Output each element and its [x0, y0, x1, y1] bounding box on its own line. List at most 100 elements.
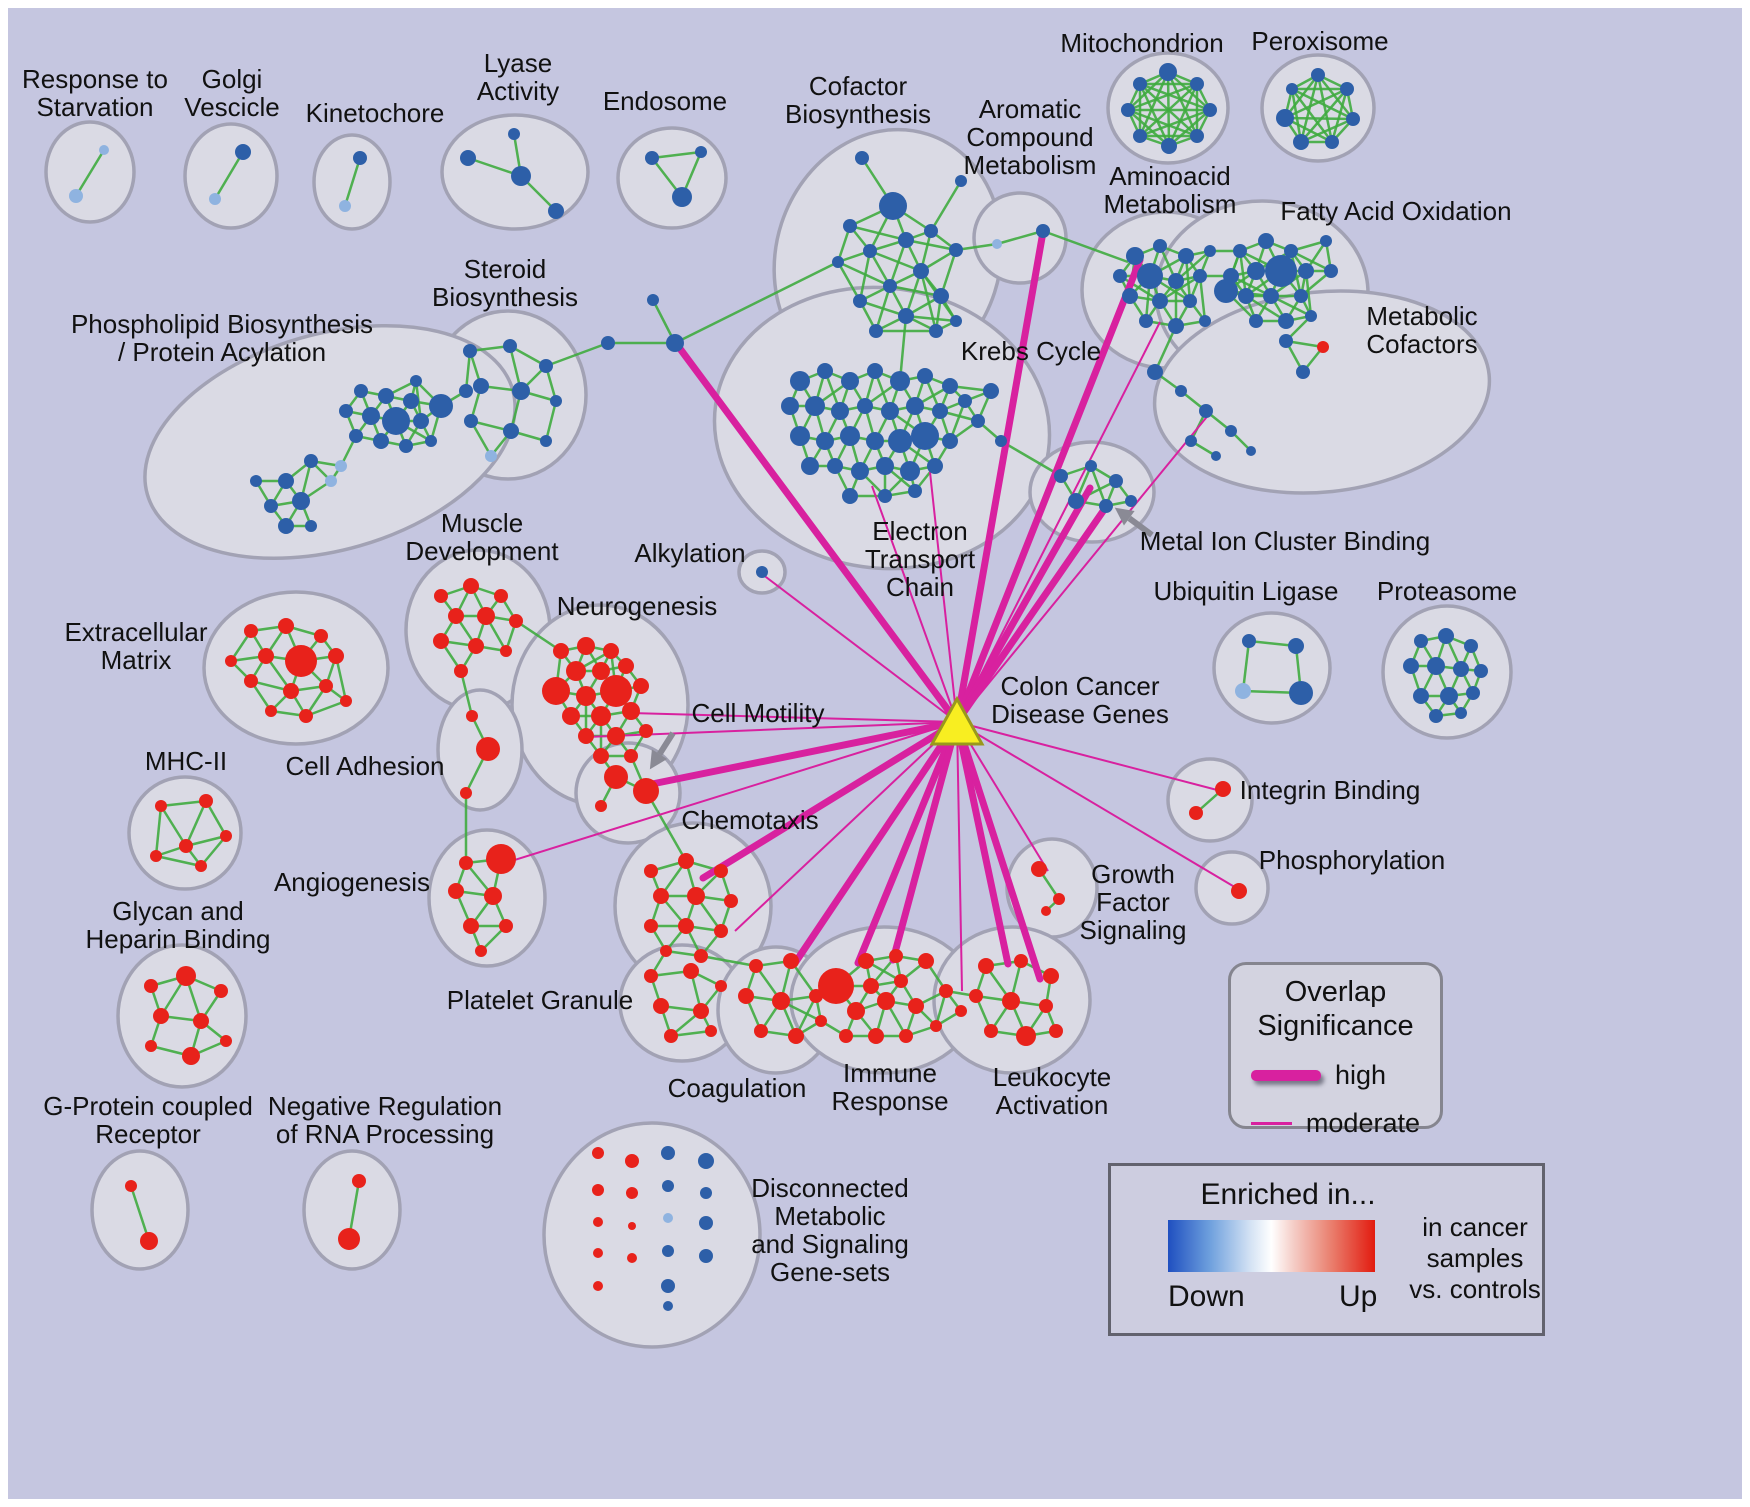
gene-set-node: [1288, 638, 1304, 654]
gene-set-node: [464, 414, 478, 428]
gene-set-node: [454, 664, 468, 678]
gene-set-node: [278, 618, 294, 634]
gene-set-edge: [1330, 88, 1349, 143]
gene-set-node: [1453, 661, 1469, 677]
gene-set-edge: [1317, 74, 1354, 120]
gene-set-node: [633, 778, 659, 804]
gene-set-node: [1014, 954, 1028, 968]
gene-set-node: [463, 578, 479, 594]
gene-set-node: [628, 1222, 636, 1230]
gene-set-node: [1286, 83, 1298, 95]
gene-set-node: [929, 324, 943, 338]
label-endosome: Endosome: [603, 86, 727, 116]
gene-set-node: [399, 439, 413, 453]
gene-set-edge: [869, 249, 922, 273]
gene-set-node: [663, 1301, 673, 1311]
gene-set-node: [898, 232, 914, 248]
pointer-arrow-head: [649, 749, 668, 770]
gene-set-node: [593, 1248, 603, 1258]
gene-set-node: [724, 894, 738, 908]
gene-set-node: [511, 166, 531, 186]
overlap-edge-moderate: [734, 721, 958, 932]
gene-set-node: [99, 145, 109, 155]
gene-set-node: [950, 315, 962, 327]
gene-set-edge: [154, 805, 163, 857]
overlap-edge-moderate: [956, 721, 1222, 792]
gene-set-node: [1031, 861, 1047, 877]
gene-set-node: [319, 679, 333, 693]
legend-item-high: high: [1231, 1060, 1440, 1091]
gene-set-node: [339, 200, 351, 212]
overlap-edge-high: [953, 718, 1044, 983]
colon-cancer-hub-triangle: [929, 695, 985, 746]
gene-set-node: [1284, 244, 1298, 258]
legend-overlap-significance: Overlap Significance high moderate: [1228, 962, 1443, 1138]
cluster-bubble-negative-regulation-rna: [302, 1149, 402, 1271]
gene-set-node: [476, 737, 500, 761]
gene-set-edge: [74, 149, 106, 197]
gene-set-node: [593, 1281, 603, 1291]
gene-set-node: [869, 324, 883, 338]
gene-set-node: [503, 339, 517, 353]
gene-set-node: [625, 1154, 639, 1168]
gene-set-edge: [305, 699, 347, 718]
gene-set-node: [924, 224, 938, 238]
gene-set-node: [577, 637, 595, 655]
overlap-edge-high: [953, 484, 1094, 726]
legend-enriched-in: Enriched in... Down Up in cancer samples…: [1108, 1163, 1545, 1336]
gene-set-node: [908, 998, 924, 1014]
gene-set-node: [889, 949, 903, 963]
enrichment-up-label: Up: [1339, 1280, 1378, 1313]
gene-set-node: [349, 429, 363, 443]
gene-set-node: [410, 375, 422, 387]
gene-set-node: [911, 422, 939, 450]
label-mitochondrion: Mitochondrion: [1060, 28, 1223, 58]
gene-set-node: [144, 979, 158, 993]
overlap-edge-high: [699, 718, 961, 882]
label-chemotaxis: Chemotaxis: [681, 805, 818, 835]
gene-set-node: [459, 384, 473, 398]
gene-set-node: [1324, 264, 1338, 278]
gene-set-node: [591, 706, 611, 726]
cluster-bubble-ubiquitin-ligase: [1212, 611, 1332, 725]
gene-set-node: [863, 244, 877, 258]
gene-set-node: [749, 959, 763, 973]
gene-set-node: [434, 589, 448, 603]
gene-set-node: [69, 189, 83, 203]
gene-set-node: [304, 454, 318, 468]
gene-set-node: [195, 860, 207, 872]
gene-set-node: [209, 193, 221, 205]
gene-set-node: [772, 992, 790, 1010]
gene-set-node: [1153, 239, 1167, 253]
gene-set-node: [562, 707, 580, 725]
overlap-edge-high: [953, 718, 1012, 968]
gene-set-node: [839, 1029, 853, 1043]
gene-set-node: [258, 648, 274, 664]
gene-set-node: [971, 414, 985, 428]
gene-set-node: [683, 963, 699, 979]
gene-set-node: [153, 1008, 169, 1024]
gene-set-node: [1474, 664, 1488, 678]
gene-set-node: [460, 787, 472, 799]
legend-overlap-title-line2: Significance: [1257, 1010, 1414, 1042]
gene-set-node: [1085, 460, 1097, 472]
gene-set-node: [853, 294, 867, 308]
gene-set-node: [1429, 709, 1443, 723]
label-platelet-granule: Platelet Granule: [447, 985, 633, 1015]
gene-set-node: [790, 371, 810, 391]
enrichment-note-line2: samples: [1426, 1243, 1524, 1273]
gene-set-node: [1183, 294, 1197, 308]
moderate-significance-label: moderate: [1305, 1108, 1420, 1138]
gene-set-node: [900, 461, 920, 481]
gene-set-node: [225, 655, 237, 667]
gene-set-node: [1125, 495, 1137, 507]
gene-set-node: [942, 433, 958, 449]
